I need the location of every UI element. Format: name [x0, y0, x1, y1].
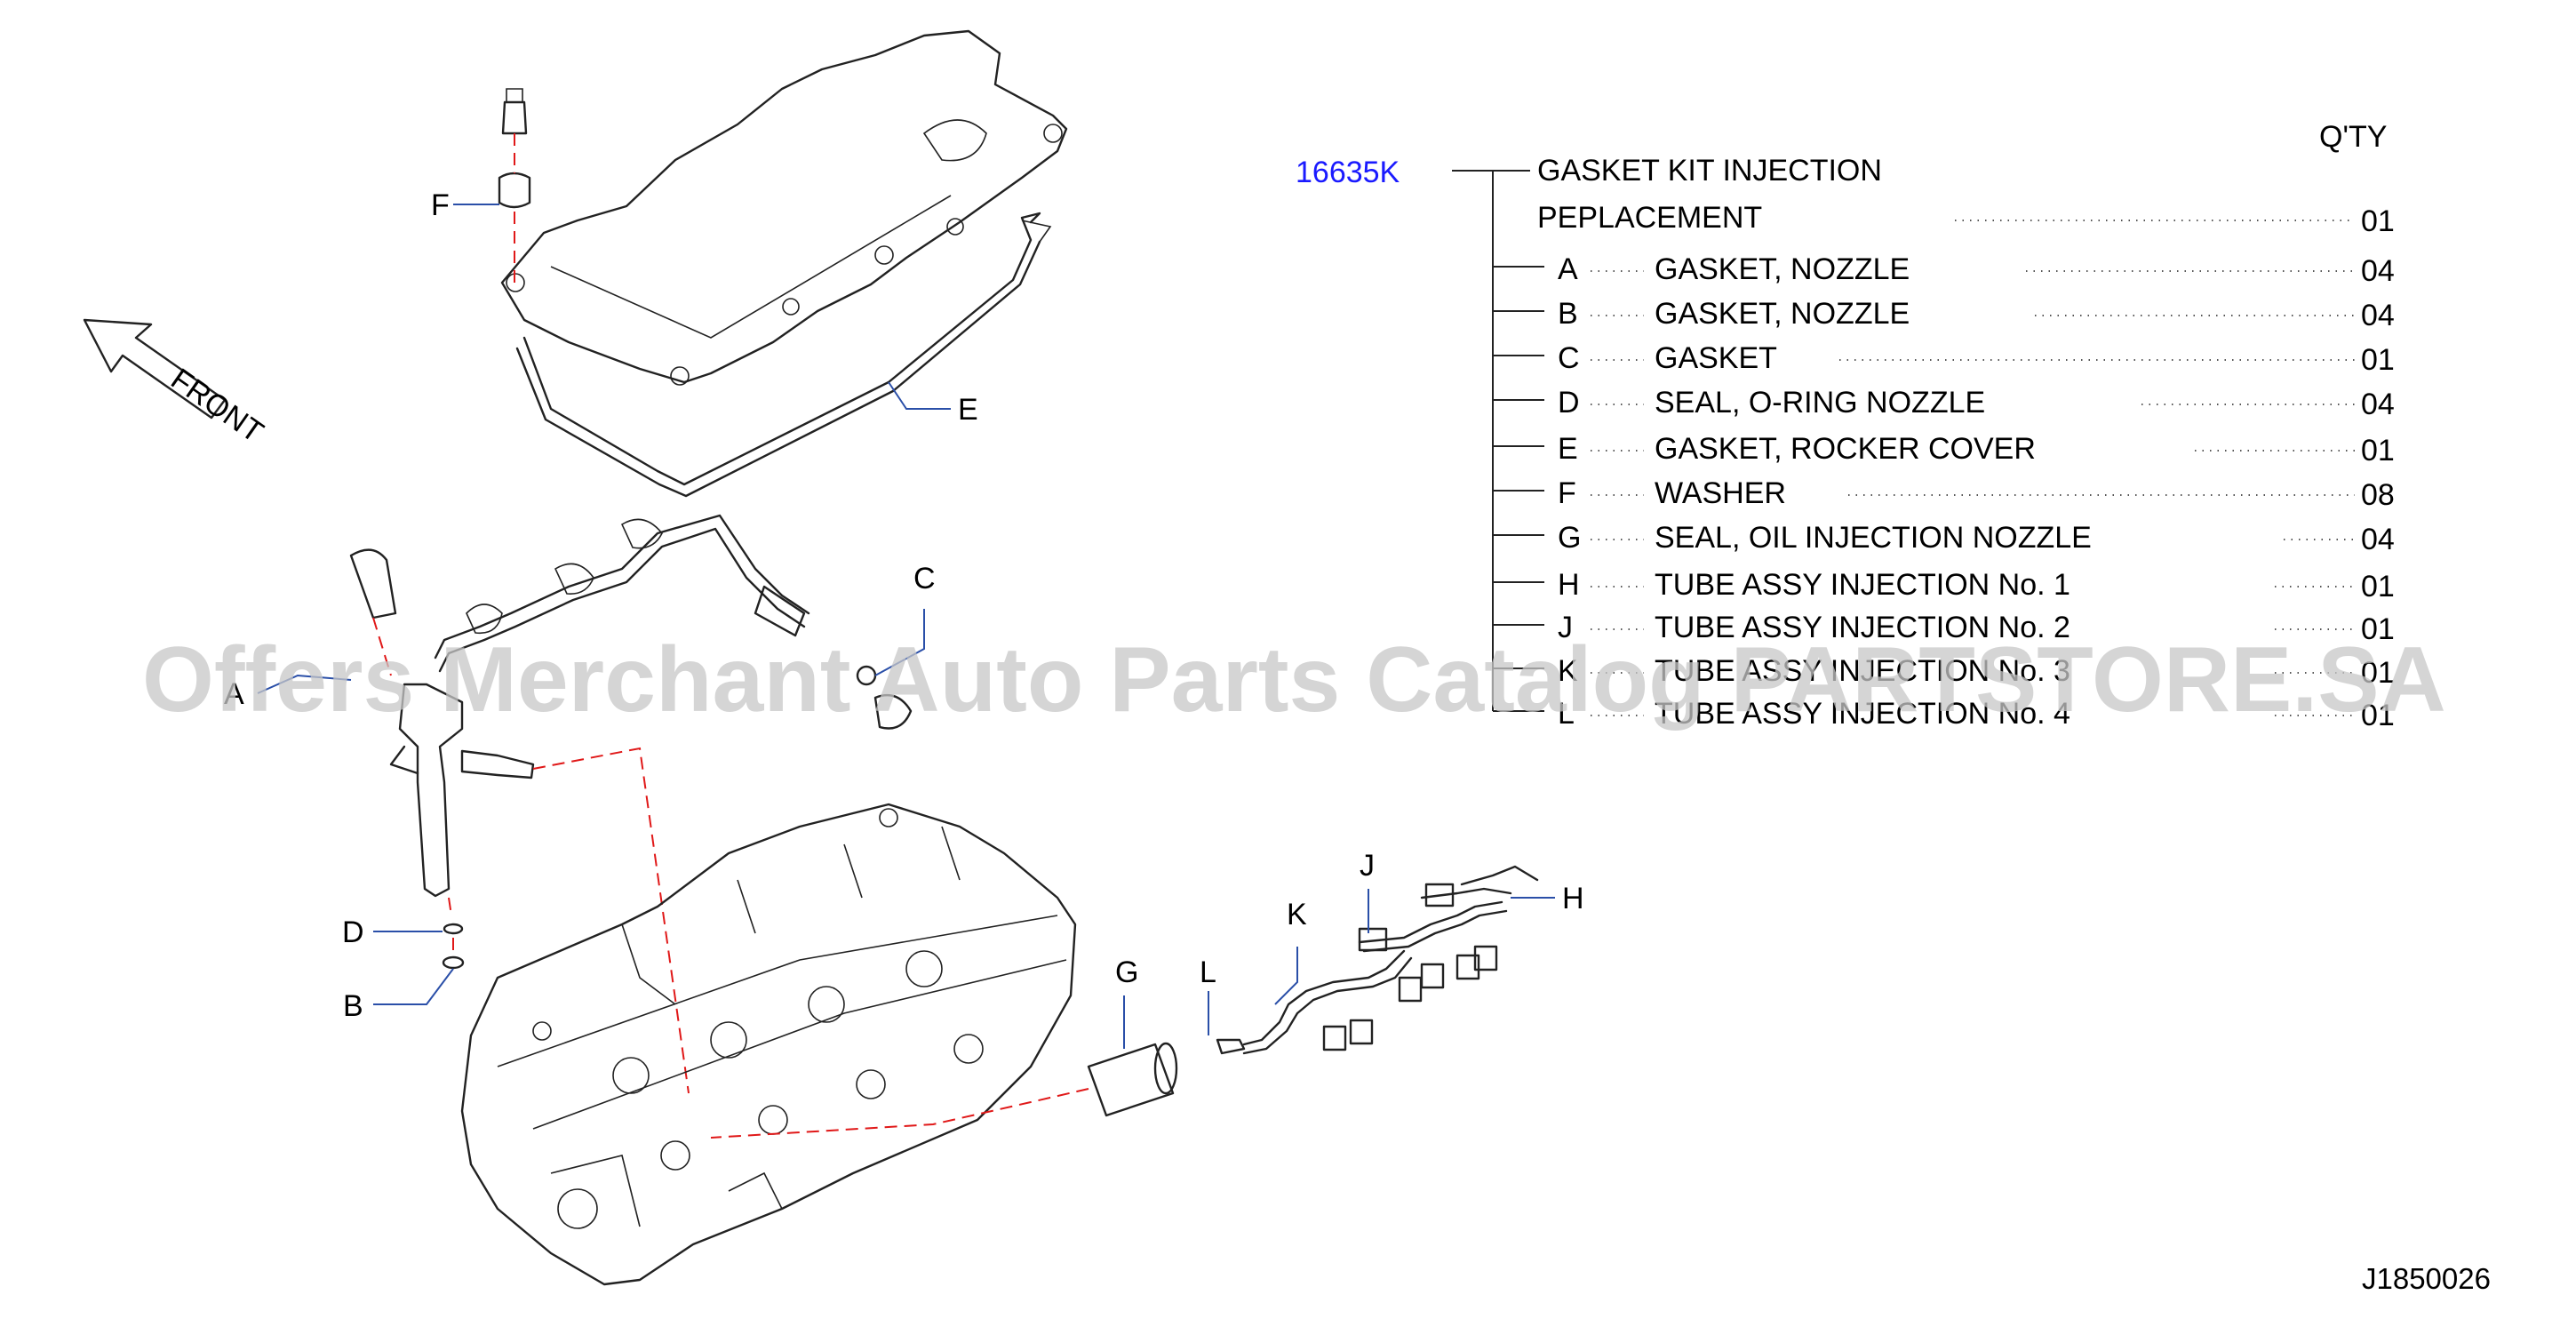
item-ref: F — [1558, 476, 1576, 510]
item-row-J: J TUBE ASSY INJECTION No. 2 01 — [1493, 611, 2395, 646]
leader-lines — [257, 204, 1555, 1049]
item-row-L: L TUBE ASSY INJECTION No. 4 01 — [1493, 697, 2395, 732]
item-qty: 01 — [2361, 612, 2395, 646]
callout-G: G — [1115, 955, 1138, 989]
item-ref: G — [1558, 521, 1581, 555]
callout-labels: F E C A D B G L K J H — [224, 188, 1584, 1023]
callout-H: H — [1562, 882, 1584, 915]
item-qty: 04 — [2361, 254, 2395, 288]
callout-J: J — [1360, 849, 1375, 883]
injection-tubes — [1216, 865, 1539, 1055]
rocker-cover-gasket — [515, 212, 1052, 498]
item-ref: H — [1558, 568, 1580, 602]
oil-seal — [710, 1042, 1178, 1139]
item-qty: 01 — [2361, 656, 2395, 690]
item-qty: 01 — [2361, 699, 2395, 732]
kit-qty: 01 — [2361, 204, 2395, 238]
callout-F: F — [431, 188, 450, 222]
item-qty: 04 — [2361, 299, 2395, 332]
item-row-C: C GASKET 01 — [1493, 341, 2395, 377]
item-qty: 04 — [2361, 523, 2395, 556]
item-name: GASKET, NOZZLE — [1655, 252, 1910, 286]
item-name: TUBE ASSY INJECTION No. 4 — [1655, 697, 2070, 731]
item-ref: L — [1558, 697, 1575, 731]
item-ref: E — [1558, 432, 1578, 466]
callout-A: A — [224, 677, 244, 711]
item-name: GASKET, NOZZLE — [1655, 297, 1910, 331]
item-row-E: E GASKET, ROCKER COVER 01 — [1493, 432, 2395, 468]
callout-L: L — [1200, 955, 1216, 989]
item-row-K: K TUBE ASSY INJECTION No. 3 01 — [1493, 654, 2395, 690]
qty-header: Q'TY — [2319, 120, 2387, 154]
watermark: Offers Merchant Auto Parts Catalog PARTS… — [142, 628, 2446, 731]
item-name: WASHER — [1655, 476, 1786, 510]
item-name: SEAL, O-RING NOZZLE — [1655, 386, 1985, 420]
callout-K: K — [1287, 898, 1307, 931]
item-ref: D — [1558, 386, 1580, 420]
callout-C: C — [913, 562, 936, 596]
item-name: SEAL, OIL INJECTION NOZZLE — [1655, 521, 2092, 555]
item-name: TUBE ASSY INJECTION No. 1 — [1655, 568, 2070, 602]
item-row-G: G SEAL, OIL INJECTION NOZZLE 04 — [1493, 521, 2395, 556]
kit-name-line1: GASKET KIT INJECTION — [1537, 154, 1882, 188]
item-ref: C — [1558, 341, 1580, 375]
item-row-A: A GASKET, NOZZLE 04 — [1493, 252, 2395, 288]
front-label: FRONT — [164, 362, 269, 449]
item-name: GASKET — [1655, 341, 1777, 375]
injector — [349, 548, 690, 1094]
item-name: TUBE ASSY INJECTION No. 3 — [1655, 654, 2070, 688]
item-row-F: F WASHER 08 — [1493, 476, 2395, 512]
item-ref: J — [1558, 611, 1573, 644]
item-ref: B — [1558, 297, 1578, 331]
kit-part-number: 16635K — [1296, 156, 1400, 189]
diagram-code: J1850026 — [2362, 1262, 2491, 1295]
item-row-B: B GASKET, NOZZLE 04 — [1493, 297, 2395, 332]
callout-D: D — [342, 915, 364, 949]
item-ref: A — [1558, 252, 1578, 286]
item-qty: 01 — [2361, 343, 2395, 377]
item-ref: K — [1558, 654, 1578, 688]
rocker-cover — [500, 29, 1068, 386]
callout-E: E — [958, 393, 978, 427]
item-row-D: D SEAL, O-RING NOZZLE 04 — [1493, 386, 2395, 421]
item-name: GASKET, ROCKER COVER — [1655, 432, 2036, 466]
kit-name-line2: PEPLACEMENT — [1537, 201, 1762, 235]
item-qty: 04 — [2361, 388, 2395, 421]
item-row-H: H TUBE ASSY INJECTION No. 1 01 — [1493, 568, 2395, 604]
item-qty: 01 — [2361, 570, 2395, 604]
item-qty: 08 — [2361, 478, 2395, 512]
bolt-and-washer — [498, 88, 531, 283]
cylinder-head — [460, 803, 1077, 1286]
item-name: TUBE ASSY INJECTION No. 2 — [1655, 611, 2070, 644]
callout-B: B — [343, 989, 363, 1023]
parts-list: Q'TY 16635K GASKET KIT INJECTION PEPLACE… — [1296, 120, 2395, 732]
item-qty: 01 — [2361, 434, 2395, 468]
front-arrow: FRONT — [83, 318, 269, 450]
return-hose — [434, 514, 913, 730]
